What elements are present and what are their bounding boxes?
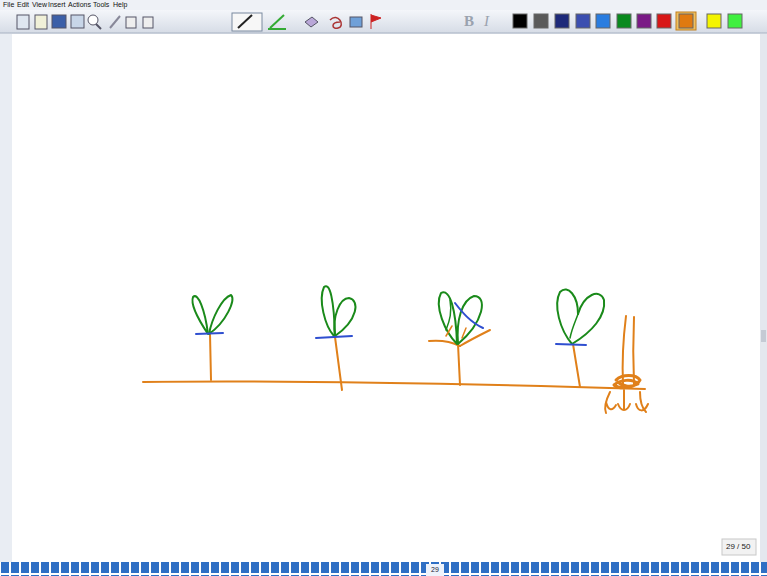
menu-item: File <box>3 1 14 8</box>
menu-item: Insert <box>48 1 66 8</box>
menu-item: Edit <box>17 1 29 8</box>
page-number: 29 <box>431 566 439 573</box>
menu-item: Help <box>113 1 127 8</box>
menu-item: View <box>32 1 47 8</box>
menu-item: Tools <box>93 1 109 8</box>
menu-item: Actions <box>68 1 91 8</box>
page-counter: 29 / 50 <box>726 543 750 551</box>
bold-button: B <box>464 14 474 29</box>
italic-button: I <box>484 14 489 29</box>
